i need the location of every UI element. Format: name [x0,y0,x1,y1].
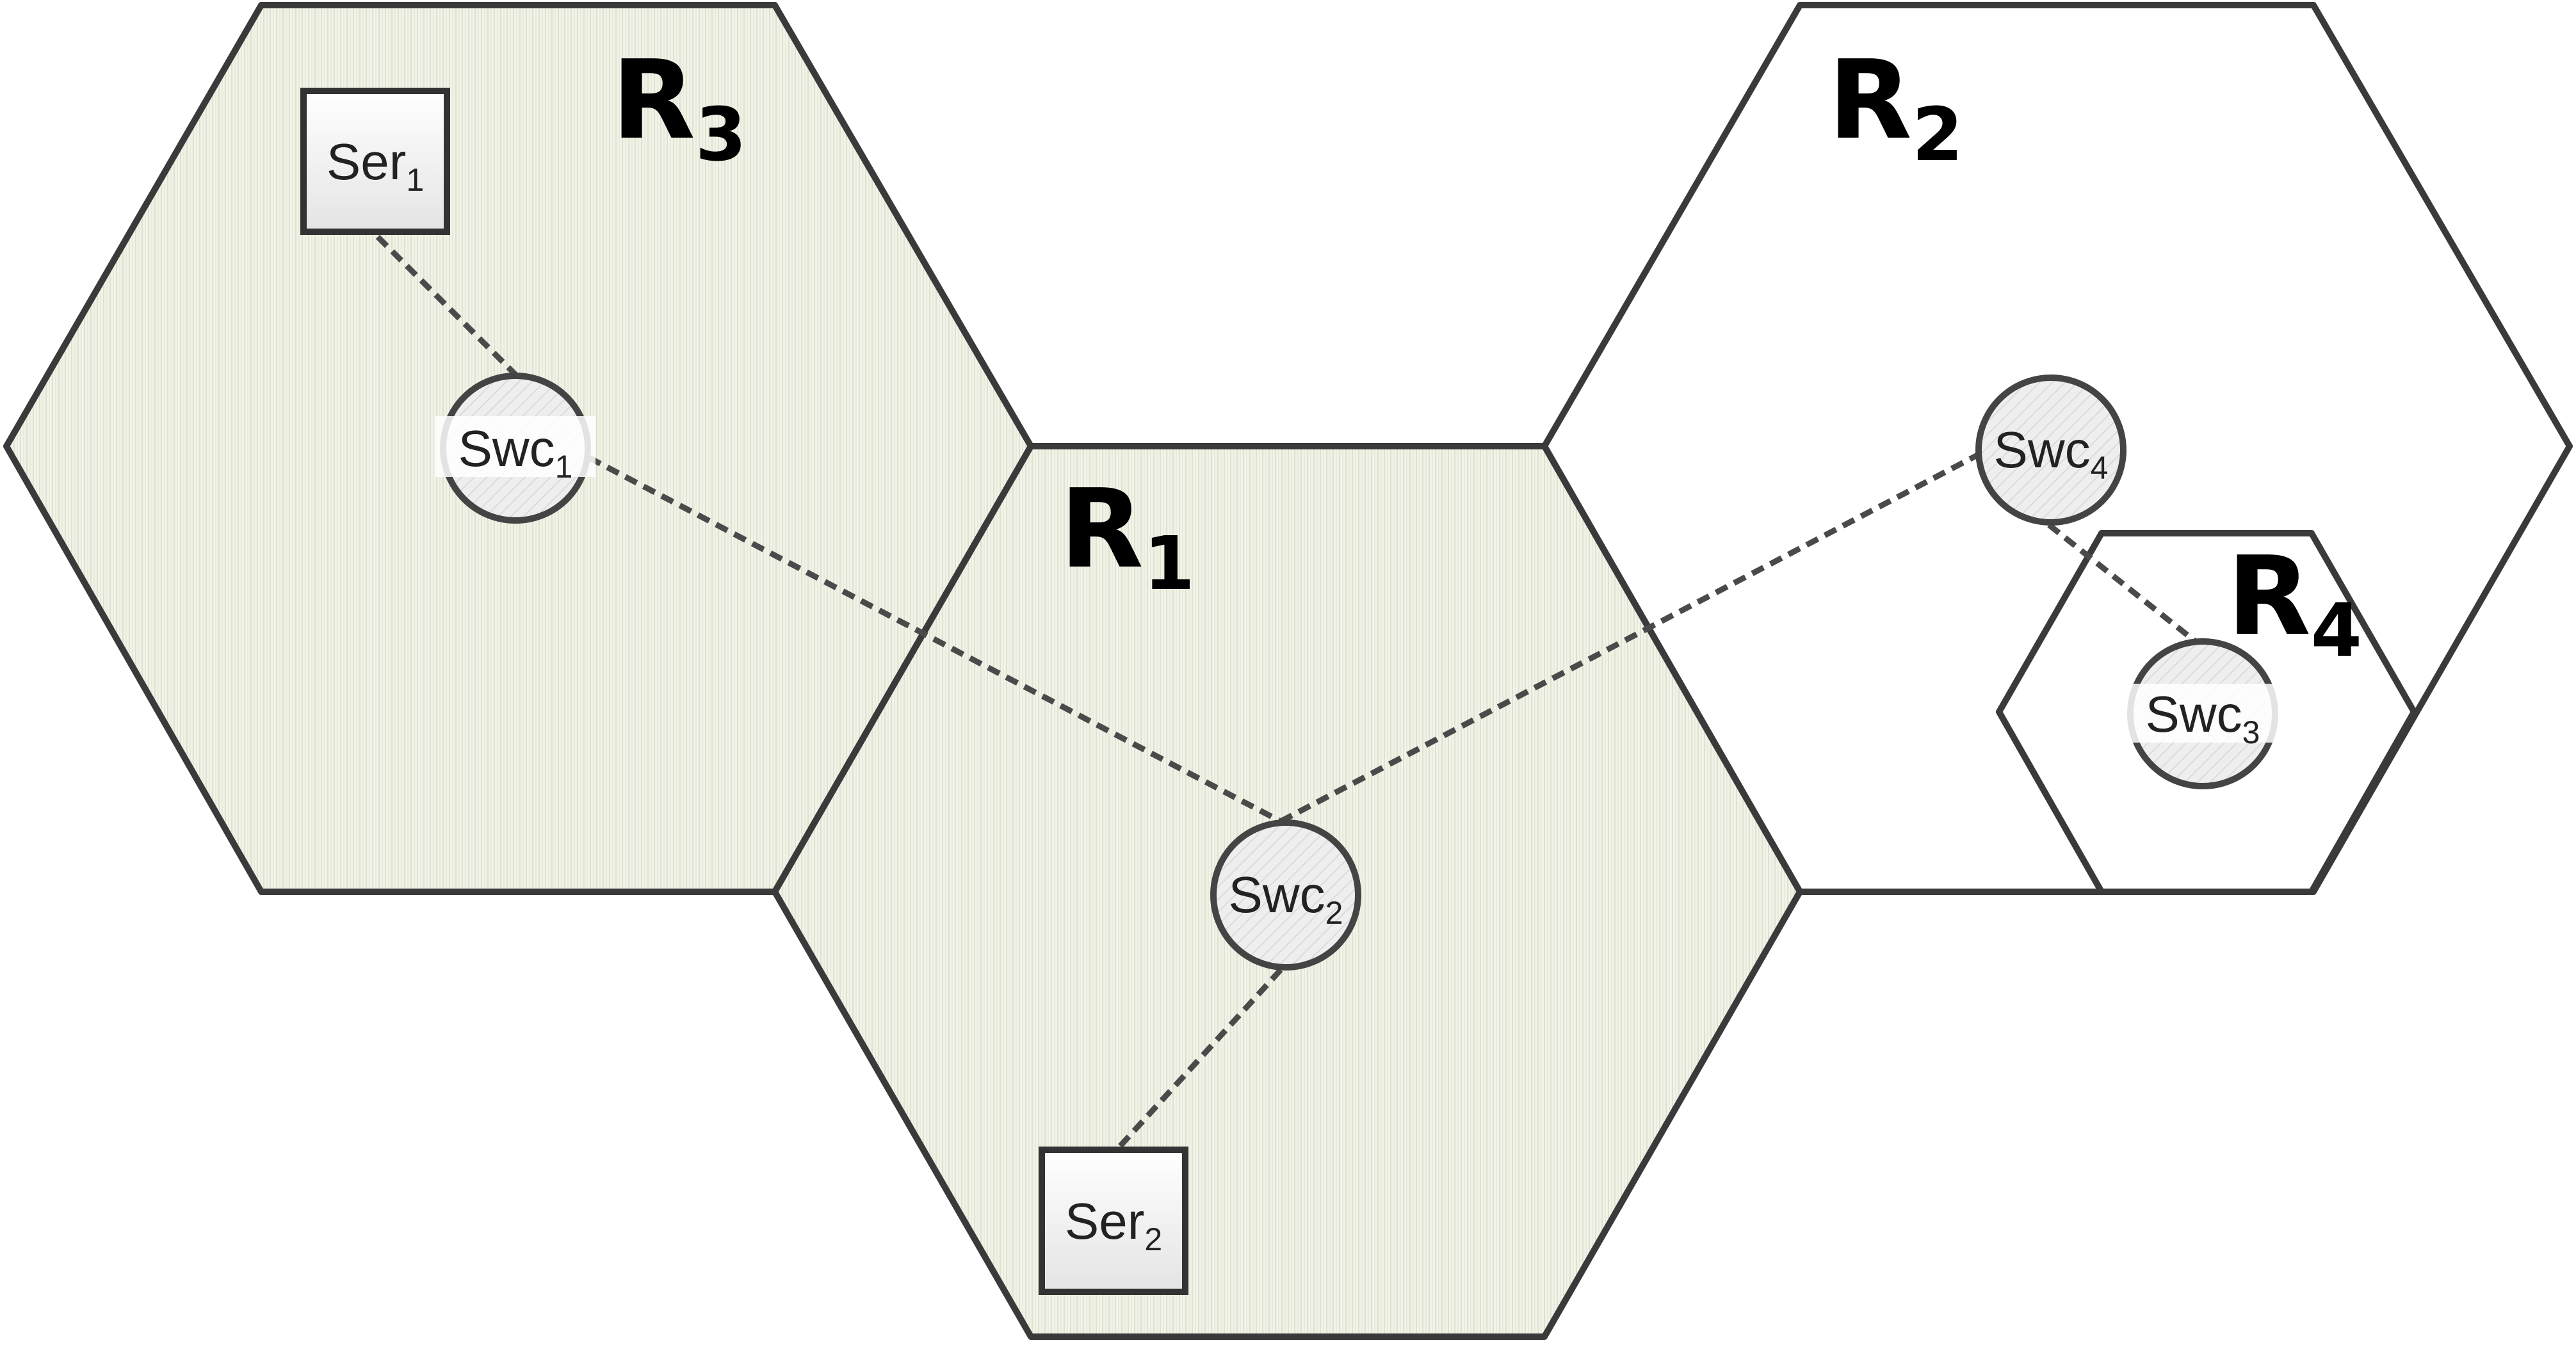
switch-swc1: Swc1 [435,373,595,524]
region-label-r3: R3 [612,37,747,178]
server-ser1: Ser1 [300,88,450,235]
switch-swc3: Swc3 [2103,638,2302,789]
svg-text:Swc2: Swc2 [1229,866,1343,931]
region-label-r2: R2 [1828,37,1963,178]
svg-text:Ser2: Ser2 [1065,1193,1162,1257]
links [375,234,2198,1152]
svg-text:Swc3: Swc3 [2146,686,2260,750]
link-ser1-swc1 [375,234,518,377]
link-swc1-swc2 [587,455,1283,824]
svg-text:Ser1: Ser1 [327,133,424,198]
region-label-r1: R1 [1060,466,1195,607]
server-ser2: Ser2 [1039,1147,1188,1295]
switch-swc4: Swc4 [1975,375,2126,526]
region-label-r4: R4 [2227,533,2362,674]
svg-text:Swc4: Swc4 [1994,421,2109,486]
link-swc4-swc3 [2047,522,2198,645]
link-swc2-swc4 [1279,452,1981,824]
svg-text:Swc1: Swc1 [458,420,573,485]
switch-swc2: Swc2 [1210,819,1361,970]
